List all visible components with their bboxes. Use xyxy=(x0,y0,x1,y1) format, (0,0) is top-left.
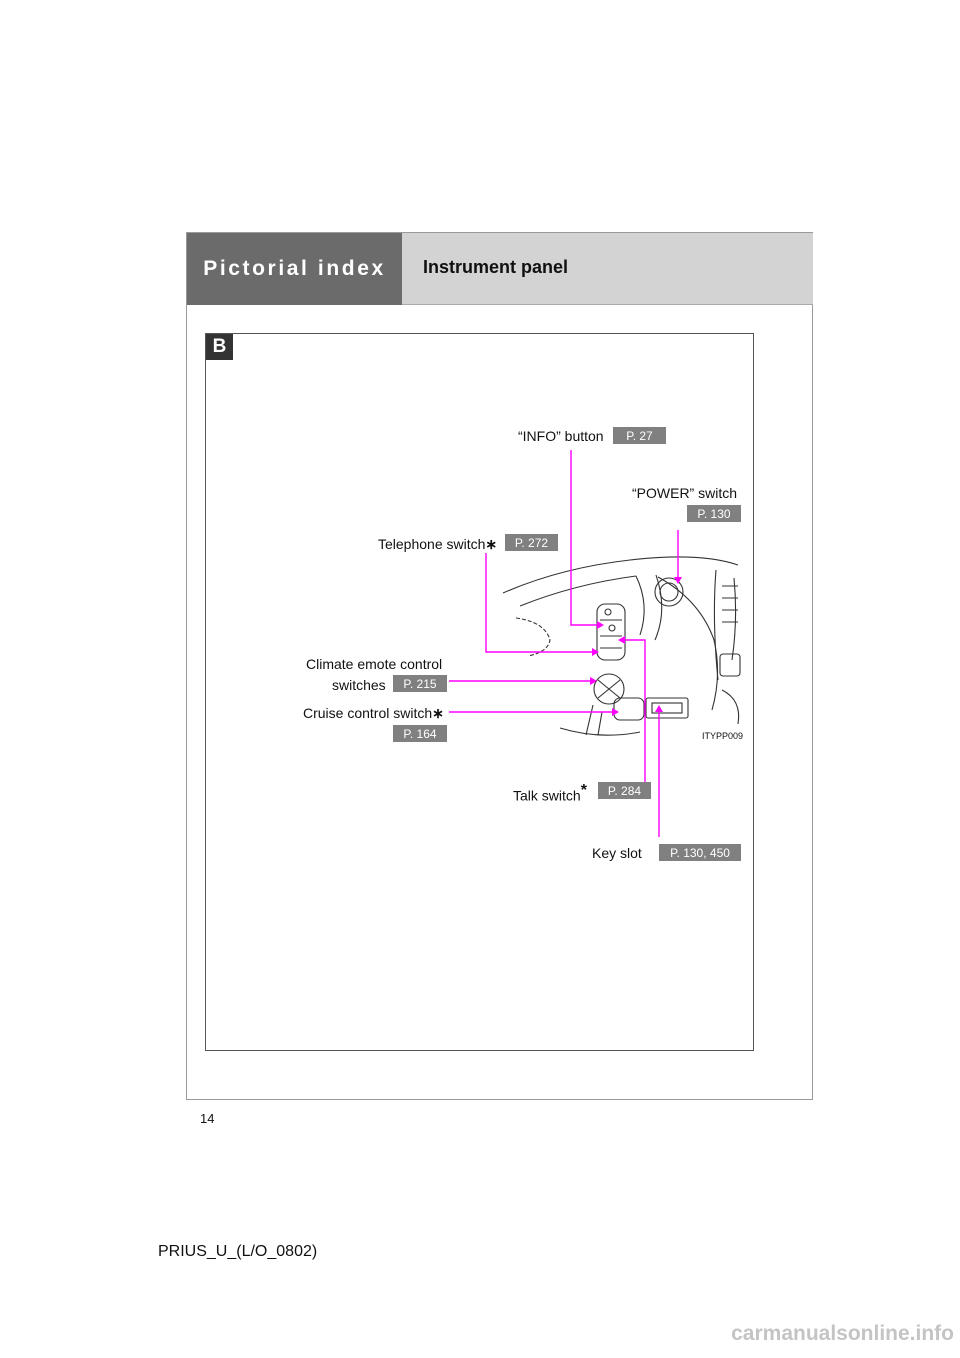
talk-switch-ref[interactable]: P. 284 xyxy=(598,782,651,799)
talk-switch-text: Talk switch xyxy=(513,787,581,804)
climate-control-label-line1: Climate emote control xyxy=(306,656,443,672)
heading-tab: Instrument panel xyxy=(402,233,813,305)
watermark: carmanualsonline.info xyxy=(731,1322,954,1345)
cruise-control-label: Cruise control switch∗ xyxy=(303,705,444,721)
cruise-control-text: Cruise control switch xyxy=(303,705,433,721)
telephone-switch-label: Telephone switch∗ xyxy=(378,536,497,552)
section-tab: Pictorial index xyxy=(187,233,402,305)
cruise-control-ref[interactable]: P. 164 xyxy=(393,725,447,742)
climate-control-label-line2: switches xyxy=(332,677,386,693)
info-button-ref[interactable]: P. 27 xyxy=(613,427,666,444)
power-switch-ref[interactable]: P. 130 xyxy=(687,505,741,522)
document-code: PRIUS_U_(L/O_0802) xyxy=(158,1243,318,1260)
cruise-control-asterisk: ∗ xyxy=(432,705,444,721)
key-slot-ref[interactable]: P. 130, 450 xyxy=(659,844,741,861)
info-button-label: “INFO” button xyxy=(518,428,604,444)
key-slot-label: Key slot xyxy=(592,845,642,861)
climate-control-ref[interactable]: P. 215 xyxy=(393,675,447,692)
talk-switch-asterisk: * xyxy=(580,782,587,799)
telephone-switch-text: Telephone switch xyxy=(378,536,486,552)
section-badge: B xyxy=(206,334,233,360)
page-frame xyxy=(186,232,813,1100)
talk-switch-label: Talk switch* xyxy=(513,783,587,804)
power-switch-label: “POWER” switch xyxy=(632,485,737,501)
page-heading: Instrument panel xyxy=(423,257,569,277)
section-title: Pictorial index xyxy=(203,257,386,280)
figure-box xyxy=(205,333,754,1051)
page-number: 14 xyxy=(200,1111,215,1126)
telephone-switch-ref[interactable]: P. 272 xyxy=(505,534,558,551)
telephone-switch-asterisk: ∗ xyxy=(485,536,498,552)
image-code: ITYPP009 xyxy=(702,731,744,741)
